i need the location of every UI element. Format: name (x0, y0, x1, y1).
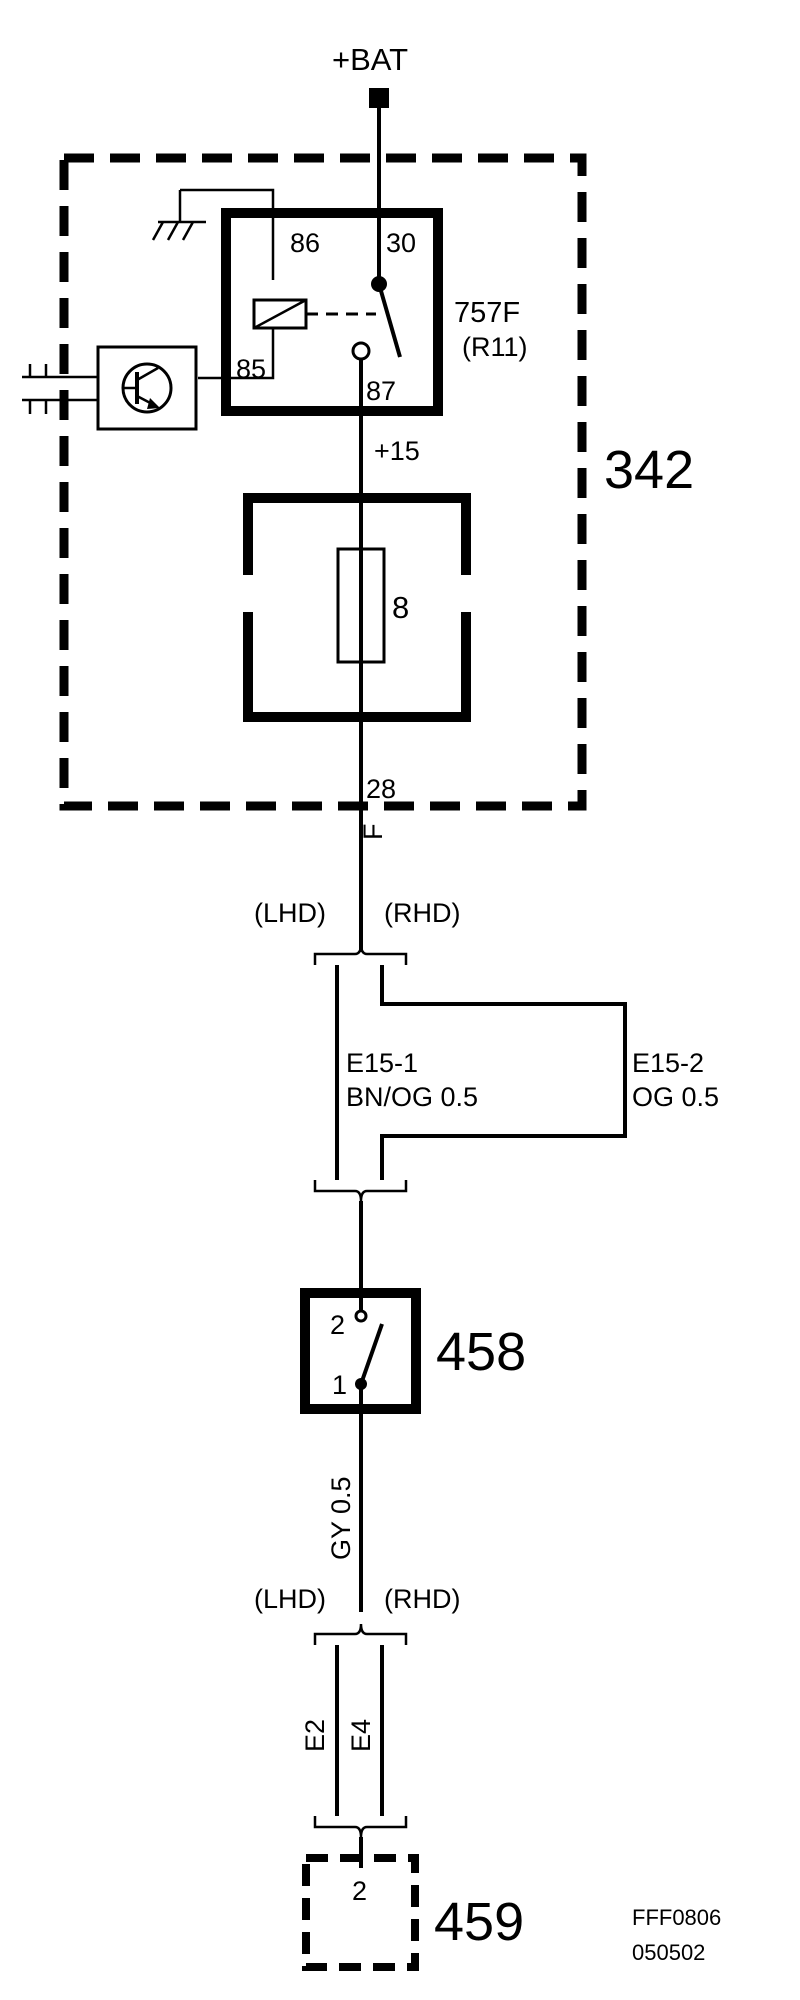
wire-e2-id: E2 (300, 1719, 330, 1752)
relay-pin-87: 87 (366, 376, 396, 406)
wire-e15-1-spec: BN/OG 0.5 (346, 1082, 478, 1112)
transistor-input-lines (22, 364, 98, 414)
wire-e15-2-id: E15-2 (632, 1048, 704, 1078)
wire-e15-2-spec: OG 0.5 (632, 1082, 719, 1112)
wire-e15-2 (380, 965, 627, 1180)
relay-86-wire (180, 188, 275, 280)
module-342-id: 342 (604, 440, 694, 500)
connector-name: F (358, 824, 388, 841)
relay-contact-87-icon (351, 341, 371, 361)
module-342-outline (59, 153, 587, 811)
split-top-brace (313, 943, 408, 965)
transistor-icon (121, 362, 173, 414)
switch-pin-1: 1 (332, 1370, 347, 1400)
relay-pin-86: 86 (290, 228, 320, 258)
component-459-outline (302, 1854, 419, 1971)
switch-pin-2: 2 (330, 1310, 345, 1340)
relay-ref: (R11) (462, 332, 528, 362)
split-top-join-brace (313, 1180, 408, 1202)
feed-label: +15 (374, 436, 420, 466)
component-459-id: 459 (434, 1892, 524, 1952)
relay-id: 757F (454, 297, 520, 329)
relay-coil-icon (252, 298, 308, 330)
split-top-lhd: (LHD) (254, 898, 326, 928)
relay-pin-30: 30 (386, 228, 416, 258)
relay-757f-body (221, 208, 443, 416)
bat-label: +BAT (332, 42, 408, 77)
split-bottom-rhd: (RHD) (384, 1584, 460, 1614)
drawing-code: FFF0806 (632, 1905, 721, 1930)
switch-contact-2-icon (354, 1309, 368, 1323)
switch-id: 458 (436, 1322, 526, 1382)
fuse-holder (243, 493, 471, 722)
drawing-date: 050502 (632, 1940, 705, 1965)
split-bottom-lhd: (LHD) (254, 1584, 326, 1614)
relay-switch-arm (377, 283, 402, 358)
wire-gy-spec: GY 0.5 (326, 1476, 356, 1560)
relay-pin-85: 85 (236, 354, 266, 384)
wire-e15-1-id: E15-1 (346, 1048, 418, 1078)
transistor-box (96, 345, 198, 431)
split-bottom-join-brace (313, 1816, 408, 1838)
ground-icon (151, 190, 206, 241)
switch-arm (359, 1323, 384, 1385)
split-bottom-brace (313, 1623, 408, 1645)
bat-terminal (369, 88, 389, 108)
fuse-id: 8 (392, 590, 409, 625)
relay-85-wire (198, 328, 275, 380)
split-top-rhd: (RHD) (384, 898, 460, 928)
wire-e4-id: E4 (346, 1719, 376, 1752)
connector-pin: 28 (366, 774, 396, 804)
component-459-pin: 2 (352, 1876, 367, 1906)
